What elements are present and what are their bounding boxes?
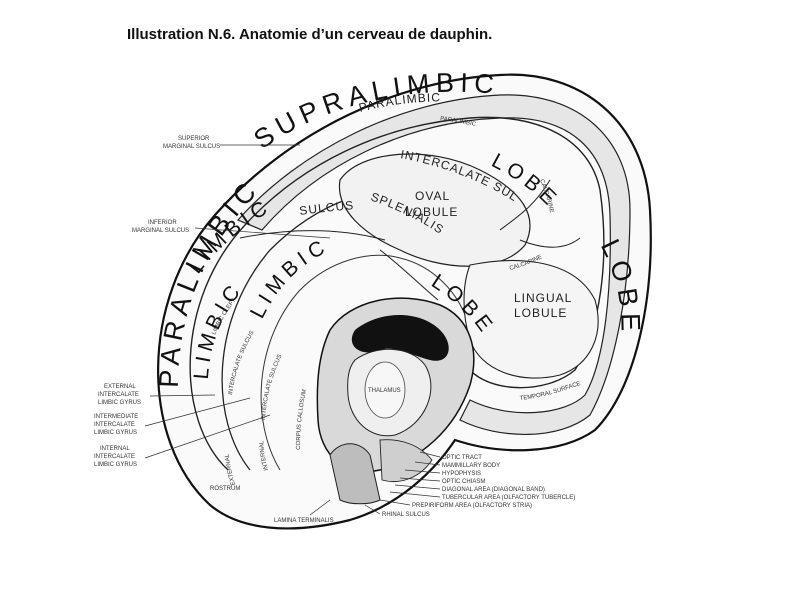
internal-intercalate-callout: INTERNAL INTERCALATE LIMBIC GYRUS xyxy=(94,414,271,468)
external-intercalate-callout: EXTERNAL INTERCALATE LIMBIC GYRUS xyxy=(98,384,216,406)
sulcus-line-3 xyxy=(499,179,551,231)
lobule-label: LOBULE xyxy=(405,205,458,219)
svg-text:OPTIC TRACT: OPTIC TRACT xyxy=(442,455,482,461)
internal-label: INTERNAL xyxy=(259,440,270,471)
svg-text:DIAGONAL AREA (DIAGONAL BAND): DIAGONAL AREA (DIAGONAL BAND) xyxy=(442,487,545,493)
svg-text:INTERMEDIATE: INTERMEDIATE xyxy=(94,414,138,420)
thalamus-core xyxy=(364,361,406,419)
svg-text:OPTIC CHIASM: OPTIC CHIASM xyxy=(442,479,485,485)
svg-text:TUBERCULAR AREA (OLFACTORY TUB: TUBERCULAR AREA (OLFACTORY TUBERCLE) xyxy=(442,495,575,501)
svg-text:MARGINAL SULCUS: MARGINAL SULCUS xyxy=(132,228,189,234)
ventricle-dark xyxy=(351,315,449,361)
svg-text:HYPOPHYSIS: HYPOPHYSIS xyxy=(442,471,481,477)
sulcus-label: SULCUS xyxy=(298,198,354,218)
paralimbic-contour xyxy=(189,116,605,471)
svg-text:INFERIOR: INFERIOR xyxy=(148,220,177,226)
sulcus-line-2 xyxy=(379,249,439,301)
svg-text:PREPIRIFORM AREA (OLFACTORY ST: PREPIRIFORM AREA (OLFACTORY STRIA) xyxy=(412,503,532,509)
paralimbic-small-label: PARALIMBIC xyxy=(440,116,477,128)
svg-text:RHINAL SULCUS: RHINAL SULCUS xyxy=(382,512,430,518)
svg-text:MARGINAL SULCUS: MARGINAL SULCUS xyxy=(163,144,220,150)
svg-text:MAMMILLARY BODY: MAMMILLARY BODY xyxy=(442,463,500,469)
sulcus-line-1 xyxy=(239,230,386,241)
figure-caption: Illustration N.6. Anatomie d’un cerveau … xyxy=(127,26,493,43)
svg-text:LIMBIC GYRUS: LIMBIC GYRUS xyxy=(98,400,141,406)
svg-text:EXTERNAL: EXTERNAL xyxy=(104,384,136,390)
lingual-label: LINGUAL xyxy=(514,291,572,305)
svg-text:INTERCALATE: INTERCALATE xyxy=(98,392,139,398)
lingual-lobule-label: LOBULE xyxy=(514,306,567,320)
bottom-callouts: OPTIC TRACT MAMMILLARY BODY HYPOPHYSIS O… xyxy=(210,451,575,524)
oval-label: OVAL xyxy=(415,189,450,203)
svg-text:LIMBIC GYRUS: LIMBIC GYRUS xyxy=(94,430,137,436)
inner-limbic-contour xyxy=(260,254,471,471)
thalamus-label: THALAMUS xyxy=(368,388,401,394)
svg-text:INTERNAL: INTERNAL xyxy=(100,446,130,452)
supralimbic-band xyxy=(236,94,631,435)
svg-text:SUPERIOR: SUPERIOR xyxy=(178,136,210,142)
svg-text:LAMINA TERMINALIS: LAMINA TERMINALIS xyxy=(274,518,334,524)
svg-text:INTERCALATE: INTERCALATE xyxy=(94,422,135,428)
svg-text:INTERCALATE: INTERCALATE xyxy=(94,454,135,460)
oval-lobule-outline xyxy=(338,153,531,267)
svg-text:LIMBIC GYRUS: LIMBIC GYRUS xyxy=(94,462,137,468)
svg-text:ROSTRUM: ROSTRUM xyxy=(210,486,240,492)
intermediate-intercalate-callout: INTERMEDIATE INTERCALATE LIMBIC GYRUS xyxy=(94,397,251,436)
inferior-marginal-sulcus-callout: INFERIOR MARGINAL SULCUS xyxy=(132,220,331,239)
superior-marginal-sulcus-callout: SUPERIOR MARGINAL SULCUS xyxy=(163,136,300,150)
calcarine-line xyxy=(519,237,581,248)
